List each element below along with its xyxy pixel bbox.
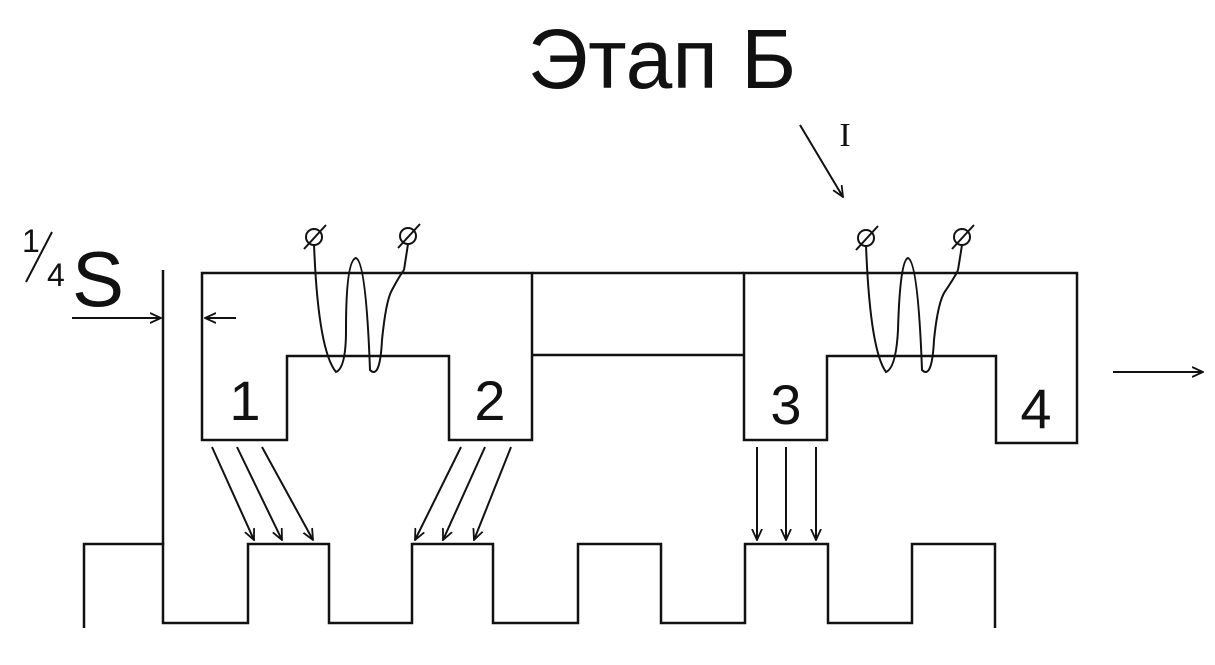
marker-arrow [799, 124, 843, 197]
pole-label-4: 4 [1020, 377, 1051, 440]
pole-label-2: 2 [474, 369, 505, 432]
stator-core-left [200, 271, 534, 442]
diagram-title: Этап Б [528, 12, 797, 106]
flux-arrows-pole-3 [757, 447, 816, 540]
fraction-slash [25, 231, 53, 283]
offset-symbol: S [72, 235, 124, 323]
flux-arrows-pole-1 [211, 446, 313, 540]
winding-coil-left [303, 223, 421, 374]
flux-arrows-pole-2 [415, 446, 512, 540]
offset-denominator: 4 [47, 257, 65, 293]
toothed-rotor-profile [82, 542, 997, 628]
offset-numerator: 1 [22, 223, 40, 259]
winding-coil-right [855, 224, 975, 374]
marker-label: I [839, 117, 850, 154]
pole-label-3: 3 [770, 373, 801, 436]
pole-label-1: 1 [229, 369, 260, 432]
stator-core-right [742, 271, 1079, 445]
